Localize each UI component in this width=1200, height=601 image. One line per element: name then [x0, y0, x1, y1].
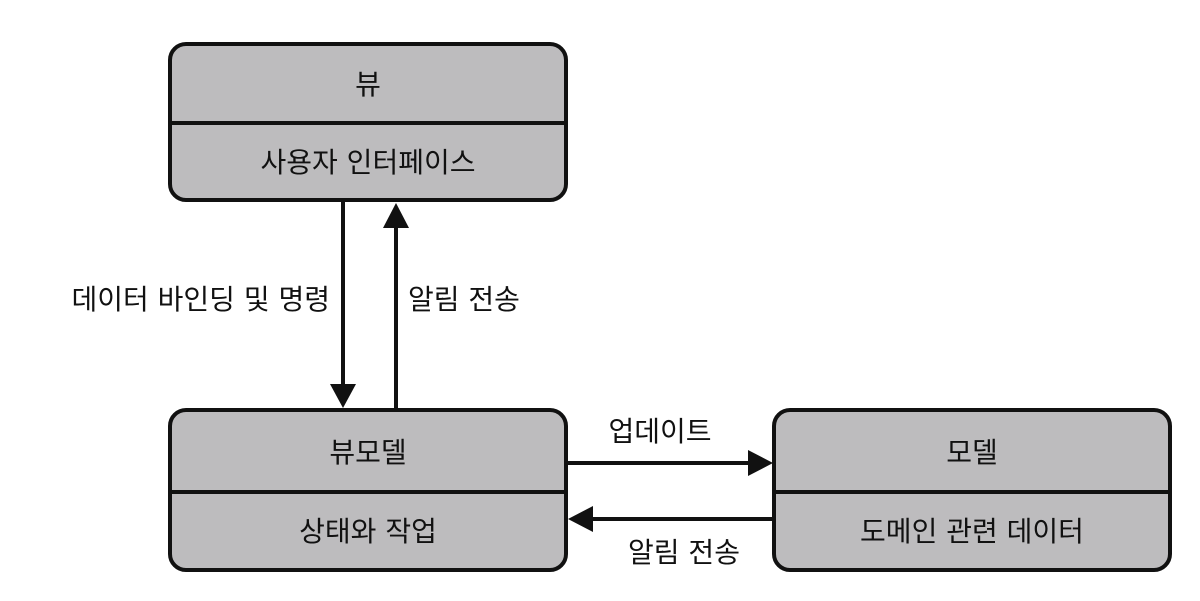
arrow-view-to-viewmodel [330, 200, 356, 408]
viewmodel-subtitle: 상태와 작업 [299, 515, 437, 548]
arrow-left-head [568, 506, 593, 532]
label-data-binding-and-commands: 데이터 바인딩 및 명령 [71, 283, 330, 316]
arrow-up-head [383, 203, 409, 228]
model-title: 모델 [946, 436, 998, 469]
label-update: 업데이트 [608, 415, 711, 448]
arrow-viewmodel-to-view [383, 203, 409, 410]
viewmodel-node: 뷰모델 상태와 작업 [168, 408, 568, 572]
viewmodel-title: 뷰모델 [329, 436, 406, 469]
label-notification-to-view: 알림 전송 [408, 283, 520, 316]
arrow-down-head [330, 384, 356, 408]
view-subtitle: 사용자 인터페이스 [261, 146, 476, 179]
view-title: 뷰 [355, 68, 381, 101]
arrow-viewmodel-to-model [566, 450, 773, 476]
arrow-right-head [748, 450, 773, 476]
model-node: 모델 도메인 관련 데이터 [772, 408, 1172, 572]
view-node: 뷰 사용자 인터페이스 [168, 42, 568, 202]
model-subtitle: 도메인 관련 데이터 [860, 515, 1084, 548]
arrow-model-to-viewmodel [568, 506, 774, 532]
label-notification-to-viewmodel: 알림 전송 [628, 536, 740, 569]
